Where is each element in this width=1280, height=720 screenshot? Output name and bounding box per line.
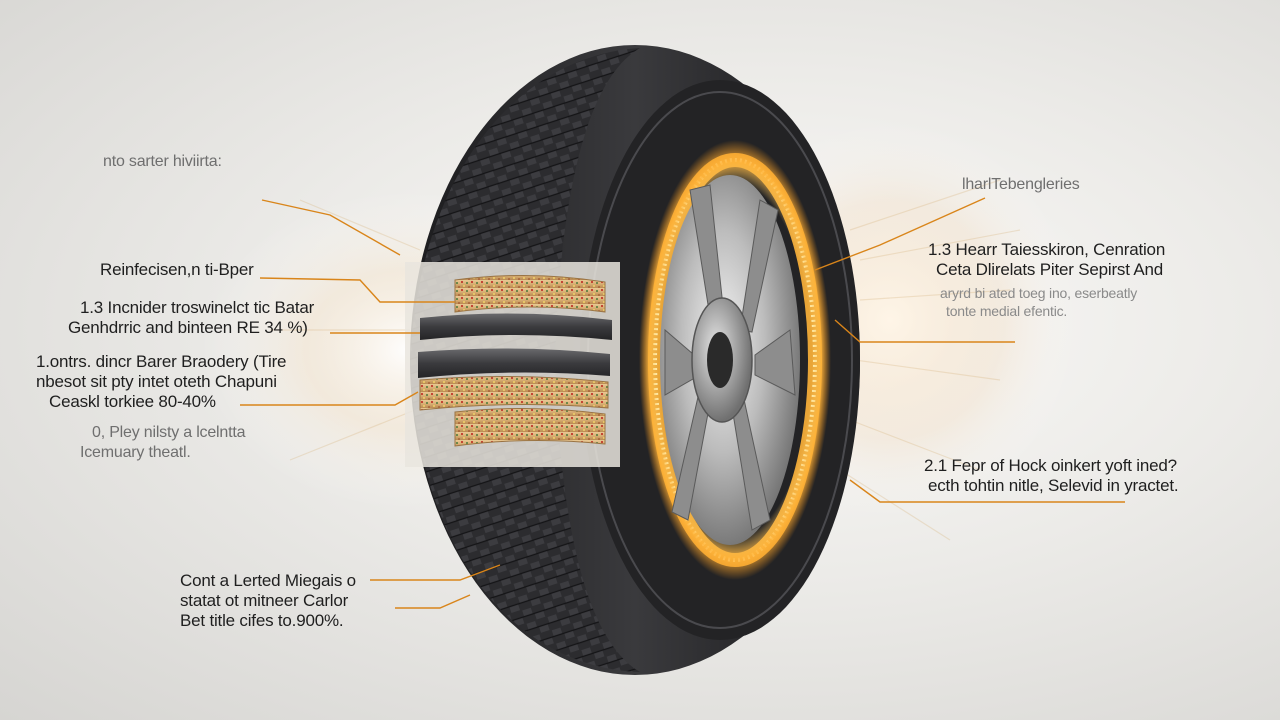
leader-top-left xyxy=(261,199,401,256)
cutaway-layers xyxy=(405,262,620,467)
annotation-left-1: Reinfecisen,n ti-Bper xyxy=(100,260,254,279)
leader-right-1 xyxy=(834,319,1015,343)
annotation-right-1: 1.3 Hearr Taiesskiron, Cenration Ceta Dl… xyxy=(928,240,1166,279)
layer-3-dark xyxy=(418,348,610,378)
leader-top-right xyxy=(814,197,986,271)
hub-center xyxy=(707,332,733,388)
annotation-bottom-left: Cont a Lerted Miegais o statat ot mitnee… xyxy=(180,571,356,630)
leader-bottom-left xyxy=(370,564,501,581)
rim-spokes xyxy=(664,184,796,531)
layer-1-foam xyxy=(454,274,606,313)
annotation-top-left: nto sarter hiviirta: xyxy=(103,153,222,170)
annotation-right-1-sub: aryrd bi ated toeg ino, eserbeatly tonte… xyxy=(940,285,1138,319)
speed-streaks xyxy=(270,179,1021,541)
layer-2-dark xyxy=(420,313,612,340)
leader-left-3 xyxy=(240,391,419,406)
leader-lines xyxy=(240,197,1125,609)
annotation-left-3: 1.ontrs. dincr Barer Braodery (Tire nbes… xyxy=(36,352,287,411)
annotation-top-right: lharlTebengleries xyxy=(962,176,1080,193)
layer-4-foam xyxy=(419,375,609,411)
annotation-left-4: 0, Pley nilsty a lcelntta Icemuary theat… xyxy=(80,424,246,461)
annotation-left-2: 1.3 Incnider troswinelct tic Batar Genhd… xyxy=(68,298,315,337)
leader-left-1 xyxy=(259,277,455,303)
leader-bottom-left-2 xyxy=(395,594,471,609)
annotation-right-2: 2.1 Fepr of Hock oinkert yoft ined? ecth… xyxy=(924,456,1179,495)
leader-right-2 xyxy=(849,479,1125,503)
layer-5-foam xyxy=(454,407,606,447)
